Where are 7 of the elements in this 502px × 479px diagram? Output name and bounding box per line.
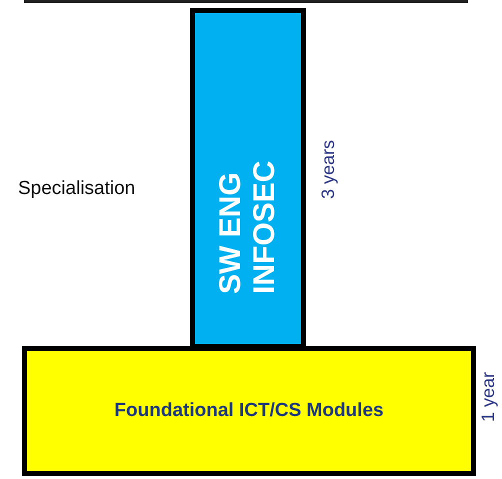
duration-label: 3 years bbox=[318, 140, 339, 200]
block-label: Foundational ICT/CS Modules bbox=[114, 400, 384, 422]
specialisation-column bbox=[190, 8, 306, 349]
level-label: Specialisation bbox=[18, 178, 136, 200]
duration-label: 1 year bbox=[478, 372, 499, 422]
foundation-block bbox=[22, 346, 476, 476]
block-label: SW ENG INFOSEC bbox=[214, 159, 282, 294]
